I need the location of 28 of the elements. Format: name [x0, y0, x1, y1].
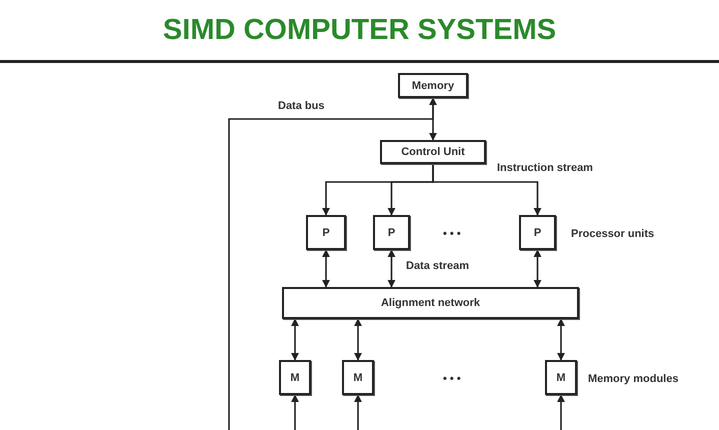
- group-label: Processor units: [571, 228, 654, 240]
- connector-arrow: [429, 97, 437, 141]
- connector-arrow: [534, 249, 542, 288]
- processor-box: P: [373, 215, 410, 250]
- connector-arrow: [388, 249, 396, 288]
- memory-module-box: M: [342, 360, 374, 395]
- connector-arrow: [557, 394, 565, 430]
- ellipsis: • • •: [443, 228, 461, 240]
- connector-arrow: [557, 318, 565, 361]
- title: SIMD COMPUTER SYSTEMS: [162, 14, 558, 47]
- connector-arrow: [291, 318, 299, 361]
- memory-box: Memory: [398, 73, 468, 98]
- connector-arrow: [322, 249, 330, 288]
- processor-box: P: [306, 215, 346, 250]
- memory-module-box: M: [279, 360, 311, 395]
- ellipsis: • • •: [443, 373, 461, 385]
- processor-box: P: [519, 215, 556, 250]
- stream-label: Instruction stream: [497, 162, 593, 174]
- connector-arrow: [354, 394, 362, 430]
- network-box: Alignment network: [282, 287, 579, 319]
- memory-module-box: M: [545, 360, 577, 395]
- connector-arrow: [354, 318, 362, 361]
- bus-label: Data bus: [278, 100, 324, 112]
- stream-label: Data stream: [406, 260, 469, 272]
- control-unit-box: Control Unit: [380, 140, 486, 164]
- group-label: Memory modules: [588, 373, 678, 385]
- connector-arrow: [432, 164, 542, 216]
- connector-arrow: [291, 394, 299, 430]
